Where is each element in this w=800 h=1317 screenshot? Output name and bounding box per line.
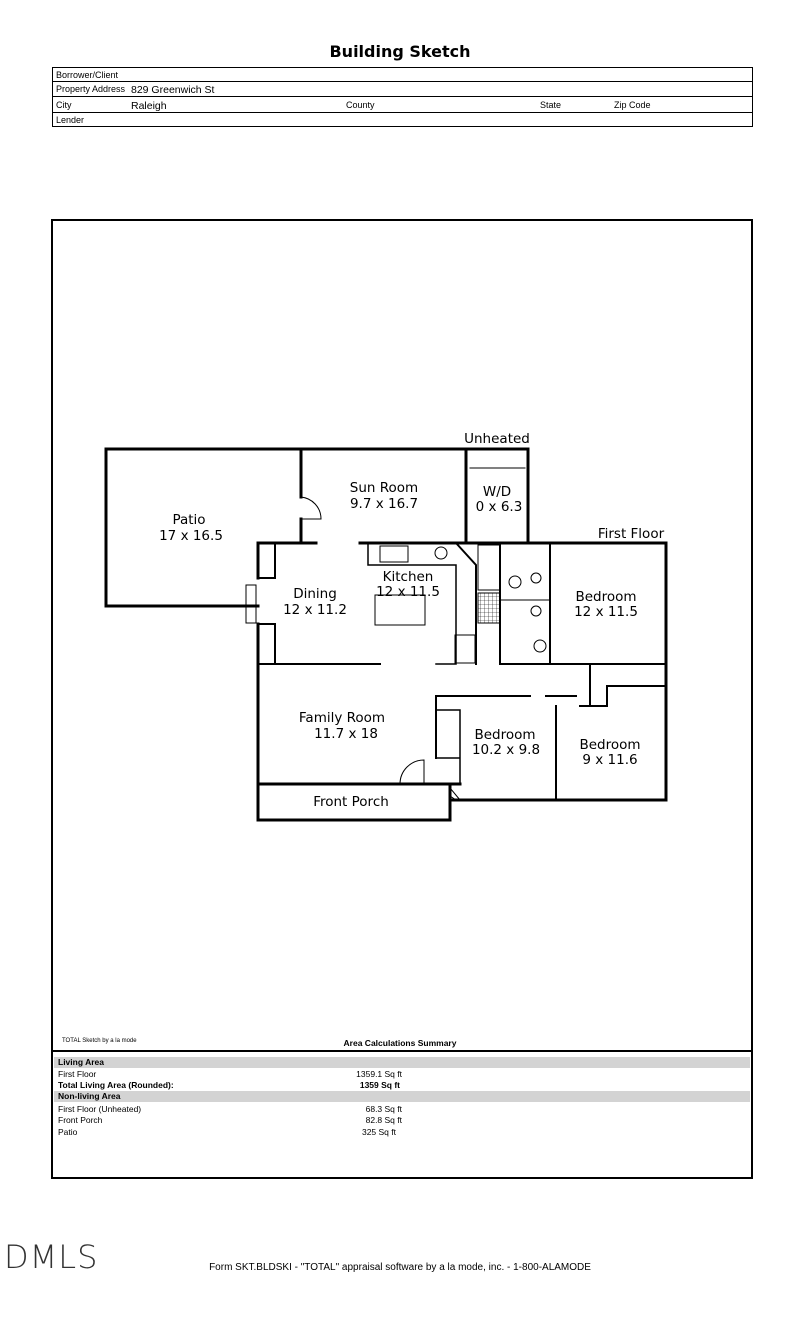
bedroom2-dims: 10.2 x 9.8: [472, 742, 540, 758]
house-outline-right: [358, 541, 668, 802]
bedroom2-name: Bedroom: [474, 727, 535, 743]
state-label: State: [540, 100, 562, 110]
bathtub-icon: [477, 544, 501, 591]
kitchen-right-wall: [454, 541, 477, 665]
family-room-dims: 11.7 x 18: [314, 726, 378, 742]
summary-title: Area Calculations Summary: [343, 1038, 457, 1048]
unheated-label: Unheated: [464, 431, 530, 447]
property-address-label: Property Address: [56, 84, 126, 94]
city-row: City Raleigh County State Zip Code: [53, 97, 752, 113]
city-label: City: [56, 100, 72, 110]
total-living-label: Total Living Area (Rounded):: [58, 1080, 174, 1090]
dining-window-jambs: [257, 577, 276, 625]
dining-dims: 12 x 11.2: [283, 602, 347, 618]
patio-value: 325 Sq ft: [361, 1127, 396, 1137]
closet2-walls: [435, 709, 461, 785]
sketch-frame: [51, 219, 753, 1179]
borrower-label: Borrower/Client: [56, 70, 119, 80]
kitchen-dims: 12 x 11.5: [376, 584, 440, 600]
wd-outline: [464, 447, 530, 545]
pantry: [454, 634, 476, 664]
wd-name: W/D: [483, 484, 511, 500]
lender-row: Lender: [53, 113, 752, 127]
kitchen-counter: [367, 542, 457, 665]
city-value: Raleigh: [131, 100, 167, 112]
closet-walls: [589, 663, 667, 707]
dining-name: Dining: [293, 586, 337, 602]
patio-name: Patio: [172, 512, 205, 528]
sink-icon: [434, 546, 448, 560]
front-porch-name: Front Porch: [313, 794, 389, 810]
first-floor-value: 1359.1 Sq ft: [356, 1069, 402, 1079]
zip-label: Zip Code: [614, 100, 651, 110]
lender-label: Lender: [56, 115, 85, 125]
first-floor-label: First Floor: [598, 526, 665, 542]
county-label: County: [346, 100, 375, 110]
property-info-table: Borrower/Client Property Address 829 Gre…: [52, 67, 753, 127]
unheated-value: 68.3 Sq ft: [365, 1104, 402, 1114]
wd-dims: 0 x 6.3: [476, 499, 523, 515]
kitchen-island: [374, 594, 426, 626]
property-row: Property Address 829 Greenwich St: [53, 82, 752, 97]
front-porch-label: Front Porch: [58, 1115, 103, 1125]
bath-sink-icon-2: [533, 639, 547, 653]
sketch-credit: TOTAL Sketch by a la mode: [62, 1038, 137, 1044]
bedroom1-name: Bedroom: [575, 589, 636, 605]
bedroom3-dims: 9 x 11.6: [582, 752, 637, 768]
patio-dims: 17 x 16.5: [159, 528, 223, 544]
page-title: Building Sketch: [329, 42, 471, 61]
stove-icon: [379, 545, 409, 563]
first-floor-label: First Floor: [58, 1069, 97, 1079]
sun-room-dims: 9.7 x 16.7: [350, 496, 418, 512]
patio-outline: [104, 447, 302, 608]
property-address-value: 829 Greenwich St: [131, 84, 215, 96]
family-room-name: Family Room: [299, 710, 385, 726]
toilet-icon-1: [530, 572, 542, 584]
patio-door-swing: [300, 496, 322, 520]
patio-label: Patio: [58, 1127, 78, 1137]
form-footer: Form SKT.BLDSKI - "TOTAL" appraisal soft…: [209, 1262, 591, 1273]
front-porch-outline: [256, 782, 452, 822]
front-step: [449, 787, 461, 801]
dmls-logo: DMLS: [4, 1238, 99, 1276]
toilet-icon-2: [530, 605, 542, 617]
nonliving-area-header: Non-living Area: [54, 1091, 750, 1102]
living-area-header: Living Area: [54, 1057, 750, 1068]
shower-icon: [477, 592, 501, 624]
front-porch-value: 82.8 Sq ft: [365, 1115, 402, 1125]
dining-window: [245, 584, 257, 624]
bath-sink-icon: [508, 575, 522, 589]
bedroom3-name: Bedroom: [579, 737, 640, 753]
bedroom1-dims: 12 x 11.5: [574, 604, 638, 620]
front-door-swing: [399, 759, 425, 785]
unheated-label: First Floor (Unheated): [58, 1104, 142, 1114]
kitchen-name: Kitchen: [383, 569, 434, 585]
area-summary: Living Area First Floor 1359.1 Sq ft Tot…: [52, 1050, 752, 1178]
borrower-row: Borrower/Client: [53, 68, 752, 82]
total-living-value: 1359 Sq ft: [359, 1080, 400, 1090]
sun-room-name: Sun Room: [350, 480, 418, 496]
